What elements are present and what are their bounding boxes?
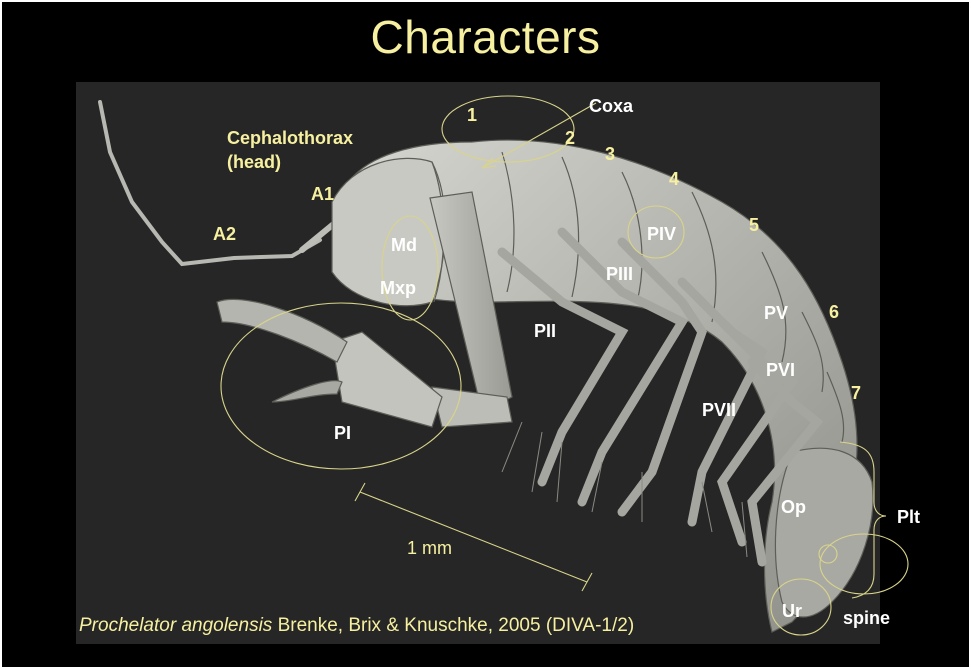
segment-number-2: 2 — [565, 128, 575, 149]
segment-number-5: 5 — [749, 215, 759, 236]
segment-number-1: 1 — [467, 105, 477, 126]
pii-label: PII — [534, 321, 556, 342]
piv-label: PIV — [647, 224, 676, 245]
scale-bar-label: 1 mm — [407, 538, 452, 559]
head-label: (head) — [227, 152, 281, 173]
species-caption: Prochelator angolensis Brenke, Brix & Kn… — [79, 615, 634, 637]
plt-label: Plt — [897, 507, 920, 528]
antenna-a2 — [100, 102, 320, 264]
segment-number-3: 3 — [605, 144, 615, 165]
cephalothorax-label: Cephalothorax — [227, 128, 353, 149]
spine-label: spine — [843, 608, 890, 629]
op-label: Op — [781, 497, 806, 518]
leg-setae — [502, 422, 747, 557]
a2-label: A2 — [213, 224, 236, 245]
ur-label: Ur — [782, 601, 802, 622]
pi-label: PI — [334, 423, 351, 444]
pvi-label: PVI — [766, 360, 795, 381]
segment-number-7: 7 — [851, 383, 861, 404]
a1-label: A1 — [311, 184, 334, 205]
mxp-label: Mxp — [380, 278, 416, 299]
pvii-label: PVII — [702, 400, 736, 421]
scale-bar — [355, 483, 592, 591]
species-authority: Brenke, Brix & Knuschke, 2005 (DIVA-1/2) — [272, 615, 634, 636]
species-name: Prochelator angolensis — [79, 615, 272, 636]
pv-label: PV — [764, 303, 788, 324]
segment-number-6: 6 — [829, 302, 839, 323]
md-label: Md — [391, 235, 417, 256]
segment-number-4: 4 — [669, 169, 679, 190]
piii-label: PIII — [606, 264, 633, 285]
coxa-label: Coxa — [589, 96, 633, 117]
